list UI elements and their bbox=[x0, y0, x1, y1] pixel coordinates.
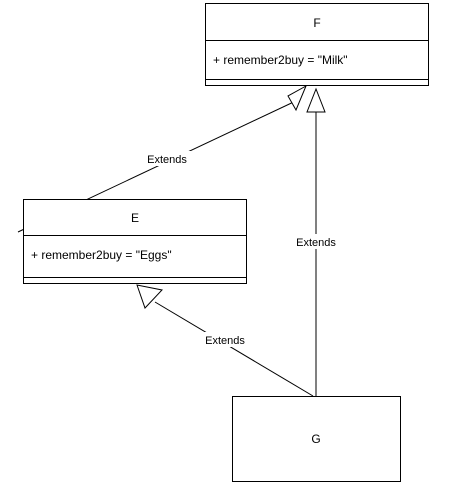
edge-e-extends-f[interactable]: Extends bbox=[17, 84, 308, 233]
class-f-name: F bbox=[313, 16, 320, 30]
edge-g-f-label: Extends bbox=[296, 237, 336, 249]
edge-g-e-label-bg bbox=[194, 332, 256, 347]
class-e-name: E bbox=[131, 211, 139, 225]
edge-g-extends-e[interactable]: Extends bbox=[136, 284, 314, 397]
edge-e-f-arrowhead bbox=[287, 84, 308, 112]
class-f-attribute: + remember2buy = "Milk" bbox=[213, 53, 348, 67]
class-e-attribute: + remember2buy = "Eggs" bbox=[31, 248, 172, 262]
class-e[interactable]: E + remember2buy = "Eggs" bbox=[23, 199, 247, 284]
edge-e-f-label: Extends bbox=[147, 154, 187, 166]
edge-g-f-label-bg bbox=[285, 234, 347, 249]
class-g-name: G bbox=[311, 432, 320, 446]
edge-g-extends-f[interactable]: Extends bbox=[285, 87, 347, 396]
edge-g-e-label: Extends bbox=[205, 335, 245, 347]
class-g[interactable]: G bbox=[232, 396, 401, 482]
edge-g-f-arrowhead bbox=[306, 87, 326, 113]
class-f-box bbox=[205, 3, 429, 86]
edge-g-e-arrowhead bbox=[136, 284, 163, 309]
edge-e-f-label-bg bbox=[136, 151, 198, 166]
edge-g-e-line bbox=[154, 301, 314, 397]
class-e-box bbox=[23, 199, 247, 284]
class-f[interactable]: F + remember2buy = "Milk" bbox=[205, 3, 429, 86]
class-g-box bbox=[232, 396, 401, 482]
